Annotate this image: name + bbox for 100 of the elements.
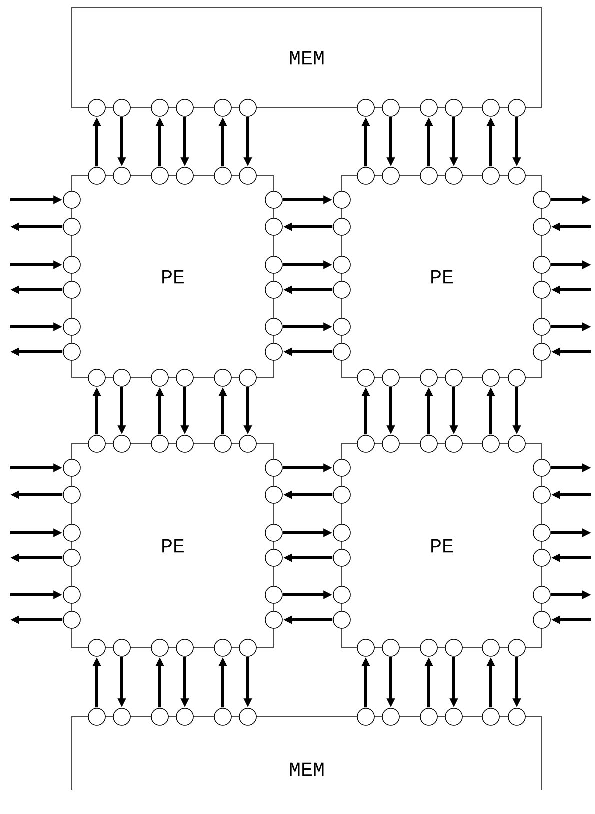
port-circle — [88, 99, 106, 117]
port-circle — [113, 167, 131, 185]
port-circle — [88, 708, 106, 726]
port-circle — [333, 318, 351, 336]
port-circle — [88, 369, 106, 387]
port-circle — [63, 256, 81, 274]
port-circle — [214, 369, 232, 387]
port-circle — [88, 639, 106, 657]
port-circle — [508, 167, 526, 185]
port-circle — [63, 459, 81, 477]
port-circle — [333, 549, 351, 567]
port-circle — [239, 167, 257, 185]
port-circle — [63, 191, 81, 209]
port-circle — [533, 343, 551, 361]
port-circle — [333, 611, 351, 629]
port-circle — [508, 435, 526, 453]
port-circle — [420, 435, 438, 453]
port-circle — [482, 639, 500, 657]
port-circle — [63, 549, 81, 567]
port-circle — [151, 435, 169, 453]
port-circle — [176, 167, 194, 185]
port-circle — [482, 99, 500, 117]
port-circle — [265, 218, 283, 236]
processing-element-box: PE — [72, 176, 274, 378]
port-circle — [88, 435, 106, 453]
port-circle — [357, 369, 375, 387]
port-circle — [63, 611, 81, 629]
port-circle — [265, 611, 283, 629]
port-circle — [333, 191, 351, 209]
processing-element-box: PE — [342, 176, 542, 378]
port-circle — [265, 586, 283, 604]
port-circle — [533, 549, 551, 567]
port-circle — [420, 708, 438, 726]
port-circle — [482, 369, 500, 387]
port-circle — [265, 343, 283, 361]
port-circle — [239, 369, 257, 387]
port-circle — [533, 281, 551, 299]
port-circle — [333, 218, 351, 236]
port-circle — [265, 318, 283, 336]
port-circle — [239, 708, 257, 726]
port-circle — [382, 639, 400, 657]
port-circle — [265, 486, 283, 504]
port-circle — [176, 99, 194, 117]
port-circle — [333, 524, 351, 542]
port-circle — [239, 435, 257, 453]
port-circle — [382, 369, 400, 387]
port-circle — [508, 639, 526, 657]
port-circle — [265, 549, 283, 567]
port-circle — [176, 435, 194, 453]
port-circle — [382, 708, 400, 726]
port-circle — [357, 708, 375, 726]
port-circle — [214, 167, 232, 185]
port-circle — [239, 99, 257, 117]
port-circle — [151, 708, 169, 726]
port-circle — [214, 708, 232, 726]
port-circle — [382, 99, 400, 117]
port-circle — [533, 218, 551, 236]
port-circle — [508, 99, 526, 117]
port-circle — [533, 486, 551, 504]
port-circle — [63, 318, 81, 336]
port-circle — [265, 256, 283, 274]
port-circle — [333, 486, 351, 504]
port-circle — [533, 459, 551, 477]
port-circle — [214, 435, 232, 453]
port-circle — [113, 99, 131, 117]
port-circle — [533, 611, 551, 629]
port-circle — [265, 281, 283, 299]
port-circle — [176, 708, 194, 726]
port-circle — [88, 167, 106, 185]
port-circle — [445, 99, 463, 117]
memory-block: MEM — [72, 8, 542, 108]
port-circle — [113, 369, 131, 387]
port-circle — [482, 167, 500, 185]
port-circle — [63, 486, 81, 504]
port-circle — [445, 708, 463, 726]
port-circle — [151, 167, 169, 185]
processing-element-box: PE — [72, 444, 274, 648]
port-circle — [420, 99, 438, 117]
port-circle — [265, 459, 283, 477]
port-circle — [333, 459, 351, 477]
port-circle — [151, 369, 169, 387]
processing-element-box: PE — [342, 444, 542, 648]
port-circle — [113, 708, 131, 726]
port-circle — [508, 369, 526, 387]
port-circle — [445, 435, 463, 453]
port-circle — [63, 281, 81, 299]
port-circle — [333, 256, 351, 274]
port-circle — [214, 99, 232, 117]
port-circle — [533, 586, 551, 604]
memory-block: MEM — [72, 716, 542, 790]
port-circle — [333, 586, 351, 604]
port-circle — [151, 99, 169, 117]
port-circle — [333, 281, 351, 299]
port-circle — [176, 639, 194, 657]
port-circle — [357, 435, 375, 453]
port-circle — [333, 343, 351, 361]
port-circle — [113, 435, 131, 453]
port-circle — [63, 586, 81, 604]
port-circle — [382, 435, 400, 453]
port-circle — [265, 191, 283, 209]
